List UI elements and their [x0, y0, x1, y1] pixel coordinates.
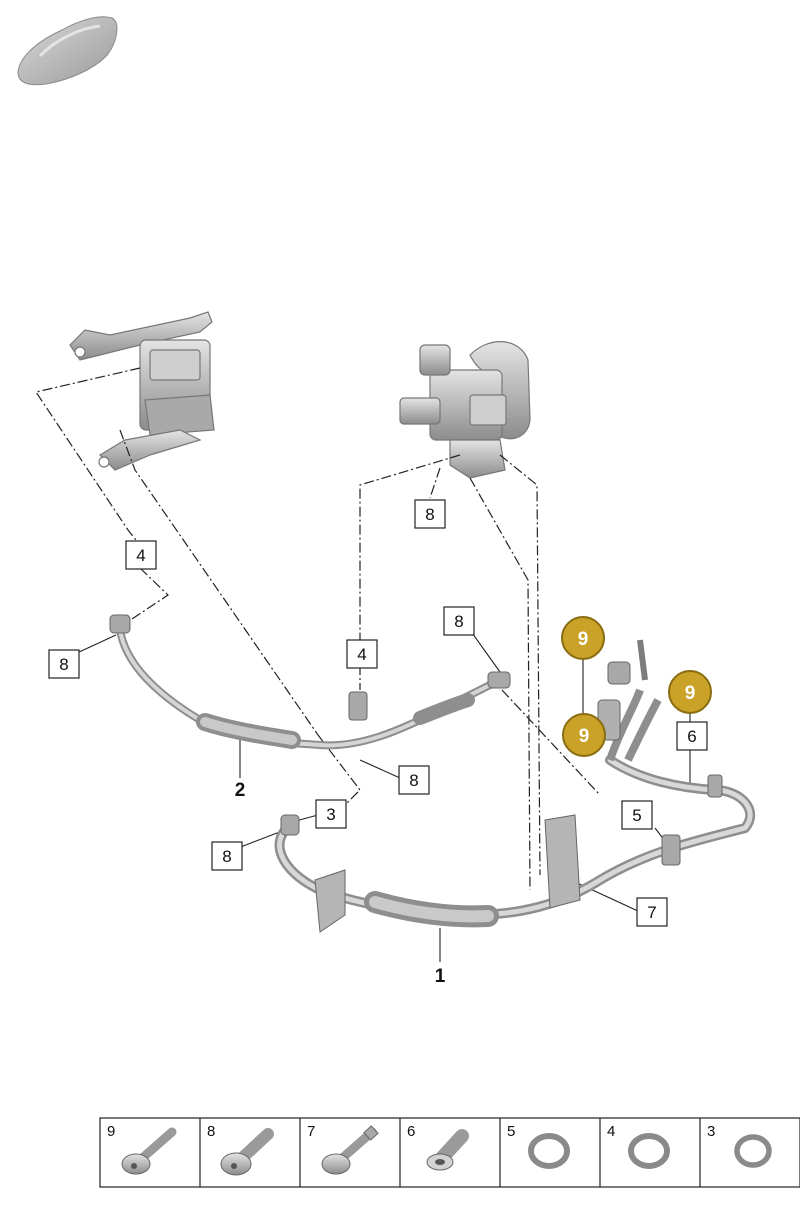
badge-9-right: 9	[668, 670, 712, 714]
svg-text:8: 8	[454, 612, 463, 631]
callout-7: 7	[636, 897, 668, 927]
callout-8-lower-left: 8	[211, 841, 243, 871]
svg-text:8: 8	[59, 655, 68, 674]
svg-text:9: 9	[579, 726, 590, 747]
badge-9-top: 9	[561, 616, 605, 660]
callout-8-upper-middle: 8	[414, 499, 446, 529]
table-cell-number: 6	[407, 1123, 415, 1140]
hose-line-2	[109, 614, 511, 750]
rivet-nut-icon	[426, 1129, 469, 1171]
svg-text:6: 6	[687, 727, 696, 746]
callout-4-upper: 4	[125, 540, 157, 570]
svg-text:4: 4	[136, 546, 145, 565]
o-ring-icon	[628, 1133, 670, 1169]
table-cell-number: 7	[307, 1123, 315, 1140]
svg-text:9: 9	[685, 683, 696, 704]
callout-8-left: 8	[48, 649, 80, 679]
svg-text:8: 8	[222, 847, 231, 866]
badge-9-middle: 9	[562, 713, 606, 757]
callout-4-middle: 4	[346, 639, 378, 669]
table-cell-number: 9	[107, 1123, 115, 1140]
callout-8-right: 8	[443, 606, 475, 636]
o-ring-icon	[734, 1134, 772, 1168]
vehicle-silhouette-icon	[17, 16, 118, 86]
part-label-2: 2	[235, 780, 246, 801]
stud-bolt-icon	[321, 1125, 379, 1175]
upper-right-valve-unit	[399, 341, 531, 479]
callout-5: 5	[621, 800, 653, 830]
svg-text:4: 4	[357, 645, 366, 664]
upper-left-control-unit	[69, 311, 215, 471]
hose-line-1	[274, 639, 756, 933]
svg-text:3: 3	[326, 805, 335, 824]
svg-text:5: 5	[632, 806, 641, 825]
screw-icon	[121, 1127, 177, 1175]
leader-lines	[35, 367, 601, 891]
table-cell-number: 8	[207, 1123, 215, 1140]
svg-text:9: 9	[578, 629, 589, 650]
svg-text:8: 8	[409, 771, 418, 790]
bolt-icon	[220, 1128, 274, 1176]
o-ring-icon	[528, 1133, 570, 1169]
small-parts-table: 9 8 7 6 5 4 3	[99, 1117, 800, 1188]
svg-text:8: 8	[425, 505, 434, 524]
table-cell-number: 5	[507, 1123, 515, 1140]
part-label-1: 1	[435, 966, 446, 987]
table-cell-number: 3	[707, 1123, 715, 1140]
table-cell-number: 4	[607, 1123, 615, 1140]
callout-6: 6	[676, 721, 708, 751]
callout-8-center: 8	[398, 765, 430, 795]
svg-text:7: 7	[647, 903, 656, 922]
callout-3: 3	[315, 799, 347, 829]
